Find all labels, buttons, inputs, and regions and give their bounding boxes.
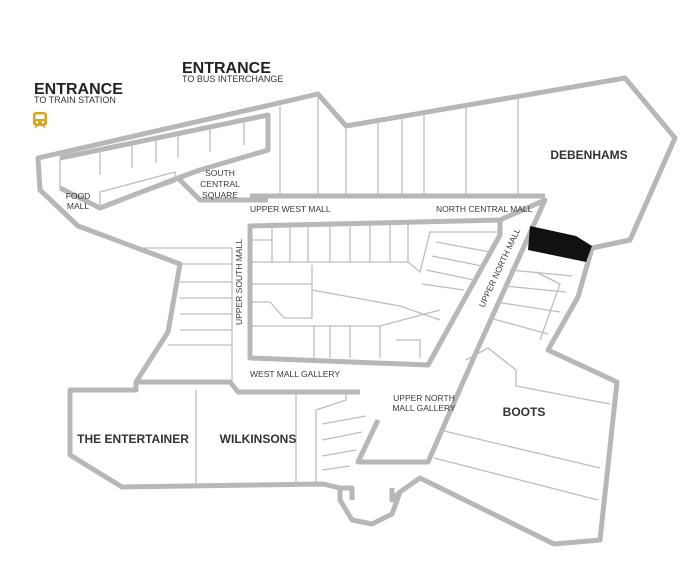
north-mall-corridor (355, 197, 548, 465)
west-mall-gallery-label: WEST MALL GALLERY (250, 369, 340, 379)
store-wilkinsons[interactable]: WILKINSONS (220, 432, 297, 446)
upper-south-mall-label: UPPER SOUTH MALL (234, 239, 244, 325)
south-square-edge (176, 176, 268, 203)
south-central-square-label-3: SQUARE (202, 190, 238, 200)
south-central-square-label-1: SOUTH (205, 168, 235, 178)
bus-entrance-subtitle: TO BUS INTERCHANGE (182, 74, 283, 84)
bus-entrance-title: ENTRANCE (182, 60, 271, 77)
store-debenhams[interactable]: DEBENHAMS (550, 148, 627, 162)
south-store-units (195, 390, 367, 484)
south-central-square-label-2: CENTRAL (200, 179, 240, 189)
west-mall-edge (136, 379, 360, 395)
train-entrance-title: ENTRANCE (34, 81, 123, 98)
west-side-units (140, 247, 233, 382)
highlighted-unit[interactable] (528, 226, 592, 262)
north-central-mall-label: NORTH CENTRAL MALL (436, 204, 533, 214)
food-mall-label-2: MALL (67, 201, 89, 211)
store-the-entertainer[interactable]: THE ENTERTAINER (77, 432, 189, 446)
east-block-units (433, 269, 611, 501)
upper-north-mall-gallery-label-1: UPPER NORTH (393, 393, 455, 403)
store-boots[interactable]: BOOTS (503, 405, 546, 419)
train-entrance-subtitle: TO TRAIN STATION (34, 95, 116, 105)
inner-court-units (250, 222, 500, 358)
south-entrance-outline (340, 485, 402, 503)
food-mall-label-1: FOOD (66, 191, 91, 201)
train-icon (33, 112, 47, 129)
north-arc-edge (59, 112, 271, 181)
upper-north-mall-gallery-label-2: MALL GALLERY (392, 403, 456, 413)
north-row-units (279, 98, 519, 196)
inner-court-outline (247, 217, 503, 368)
upper-west-mall-label: UPPER WEST MALL (250, 204, 331, 214)
building-outline (35, 75, 678, 547)
west-arc-units (59, 120, 245, 209)
